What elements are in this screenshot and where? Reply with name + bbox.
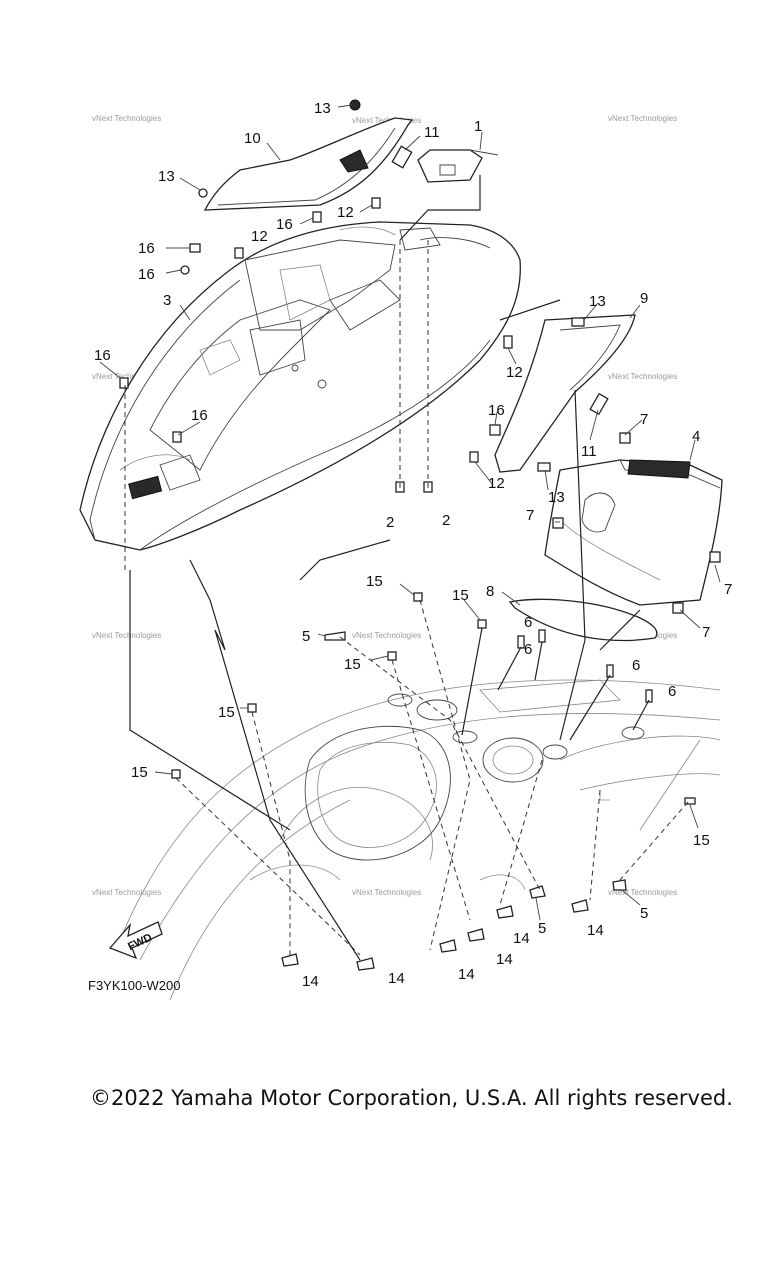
callout-10: 10 [244, 130, 261, 147]
callout-14: 14 [496, 951, 513, 968]
callout-12: 12 [337, 204, 354, 221]
callout-2: 2 [386, 514, 394, 531]
part-9-panel [494, 314, 636, 473]
watermark: vNext Technologies [92, 114, 161, 123]
callout-15: 15 [344, 656, 361, 673]
callout-14: 14 [388, 970, 405, 987]
callout-14: 14 [587, 922, 604, 939]
callout-6: 6 [632, 657, 640, 674]
callout-16: 16 [191, 407, 208, 424]
callouts: 1 2 2 3 4 5 5 5 6 6 6 6 7 7 7 7 8 9 10 1… [94, 100, 732, 990]
callout-1: 1 [474, 118, 482, 135]
callout-15: 15 [693, 832, 710, 849]
callout-11: 11 [581, 443, 597, 460]
watermark: vNext Technologies [92, 888, 161, 897]
callout-16: 16 [138, 266, 155, 283]
callout-16: 16 [488, 402, 505, 419]
callout-9: 9 [640, 290, 648, 307]
callout-14: 14 [302, 973, 319, 990]
watermark: vNext Technologies [608, 888, 677, 897]
callout-15: 15 [366, 573, 383, 590]
part-1-bracket [417, 149, 499, 183]
callout-15: 15 [218, 704, 235, 721]
hull-deck [119, 679, 721, 1001]
callout-3: 3 [163, 292, 171, 309]
part-3-hood [79, 221, 521, 551]
callout-16: 16 [276, 216, 293, 233]
callout-16: 16 [138, 240, 155, 257]
drawing-code: F3YK100-W200 [88, 978, 181, 993]
callout-13: 13 [548, 489, 565, 506]
callout-13: 13 [158, 168, 175, 185]
callout-13: 13 [314, 100, 331, 117]
callout-14: 14 [513, 930, 530, 947]
watermark: vNext Technologies [608, 114, 677, 123]
callout-2: 2 [442, 512, 450, 529]
callout-leaders [99, 104, 721, 921]
watermark: vNext Technologies [352, 631, 421, 640]
callout-7: 7 [640, 411, 648, 428]
callout-5: 5 [302, 628, 310, 645]
callout-6: 6 [524, 641, 532, 658]
part-10-cover [203, 117, 414, 211]
watermark: vNext Technologies [92, 372, 161, 381]
callout-15: 15 [131, 764, 148, 781]
watermark: vNext Technologies [92, 631, 161, 640]
callout-7: 7 [724, 581, 732, 598]
callout-16: 16 [94, 347, 111, 364]
callout-6: 6 [524, 614, 532, 631]
callout-8: 8 [486, 583, 494, 600]
callout-5: 5 [538, 920, 546, 937]
callout-4: 4 [692, 428, 700, 445]
part-4-box [544, 459, 723, 606]
assembly-lines [124, 175, 689, 961]
fwd-arrow-icon: FWD [108, 921, 163, 960]
callout-5: 5 [640, 905, 648, 922]
watermark: vNext Technologies [608, 372, 677, 381]
callout-13: 13 [589, 293, 606, 310]
part-11-pieces [391, 145, 609, 416]
watermark: vNext Technologies [352, 888, 421, 897]
callout-7: 7 [526, 507, 534, 524]
callout-7: 7 [702, 624, 710, 641]
callout-15: 15 [452, 587, 469, 604]
parts-diagram: vNext Technologies vNext Technologies vN… [79, 99, 732, 1001]
callout-6: 6 [668, 683, 676, 700]
callout-12: 12 [251, 228, 268, 245]
callout-12: 12 [488, 475, 505, 492]
callout-11: 11 [424, 124, 440, 141]
copyright-notice: ©2022 Yamaha Motor Corporation, U.S.A. A… [90, 1086, 733, 1110]
callout-12: 12 [506, 364, 523, 381]
callout-14: 14 [458, 966, 475, 983]
